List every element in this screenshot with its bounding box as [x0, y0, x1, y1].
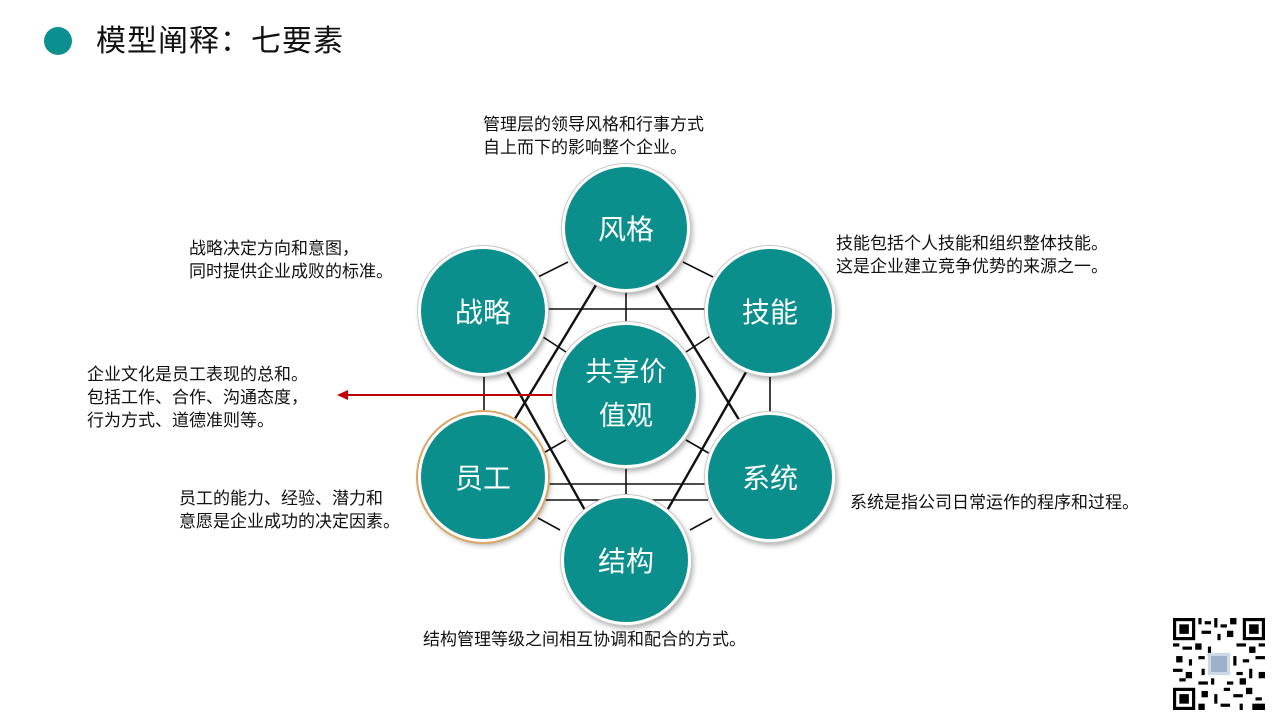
- node-skills-label: 技能: [741, 296, 798, 329]
- desc-shared-values-line: 包括工作、合作、沟通态度，: [87, 388, 308, 408]
- qr-code-icon: [1173, 618, 1265, 710]
- node-skills: 技能: [705, 246, 835, 376]
- desc-style-line: 自上而下的影响整个企业。: [483, 138, 687, 158]
- desc-staff: 员工的能力、经验、潜力和 意愿是企业成功的决定因素。: [179, 488, 400, 534]
- desc-style-line: 管理层的领导风格和行事方式: [483, 115, 704, 135]
- node-shared-values-label-line2: 值观: [599, 401, 653, 432]
- desc-style: 管理层的领导风格和行事方式 自上而下的影响整个企业。: [483, 114, 704, 160]
- desc-shared-values: 企业文化是员工表现的总和。 包括工作、合作、沟通态度， 行为方式、道德准则等。: [87, 364, 308, 433]
- node-structure-label: 结构: [597, 545, 654, 578]
- node-structure: 结构: [561, 495, 691, 625]
- desc-systems: 系统是指公司日常运作的程序和过程。: [850, 492, 1139, 515]
- desc-skills-line: 技能包括个人技能和组织整体技能。: [836, 234, 1108, 254]
- node-staff-label: 员工: [454, 462, 511, 495]
- node-style: 风格: [562, 164, 690, 292]
- node-systems: 系统: [705, 412, 835, 542]
- desc-strategy: 战略决定方向和意图， 同时提供企业成败的标准。: [189, 238, 393, 284]
- desc-strategy-line: 战略决定方向和意图，: [189, 239, 359, 259]
- node-shared-values: 共享价 值观: [553, 322, 699, 468]
- desc-systems-line: 系统是指公司日常运作的程序和过程。: [850, 493, 1139, 513]
- desc-staff-line: 意愿是企业成功的决定因素。: [179, 512, 400, 532]
- node-staff: 员工: [418, 412, 548, 542]
- desc-skills: 技能包括个人技能和组织整体技能。 这是企业建立竞争优势的来源之一。: [836, 233, 1108, 279]
- node-strategy: 战略: [418, 246, 548, 376]
- desc-strategy-line: 同时提供企业成败的标准。: [189, 262, 393, 282]
- node-systems-label: 系统: [741, 462, 798, 495]
- desc-skills-line: 这是企业建立竞争优势的来源之一。: [836, 257, 1108, 277]
- title-bullet-icon: [44, 27, 72, 55]
- desc-structure: 结构管理等级之间相互协调和配合的方式。: [423, 629, 746, 652]
- desc-shared-values-line: 行为方式、道德准则等。: [87, 411, 274, 431]
- node-style-label: 风格: [597, 213, 654, 246]
- node-shared-values-label-line1: 共享价: [585, 357, 667, 388]
- node-strategy-label: 战略: [454, 296, 511, 329]
- desc-structure-line: 结构管理等级之间相互协调和配合的方式。: [423, 630, 746, 650]
- page-title: 模型阐释：七要素: [96, 24, 344, 59]
- desc-staff-line: 员工的能力、经验、潜力和: [179, 489, 383, 509]
- desc-shared-values-line: 企业文化是员工表现的总和。: [87, 365, 308, 385]
